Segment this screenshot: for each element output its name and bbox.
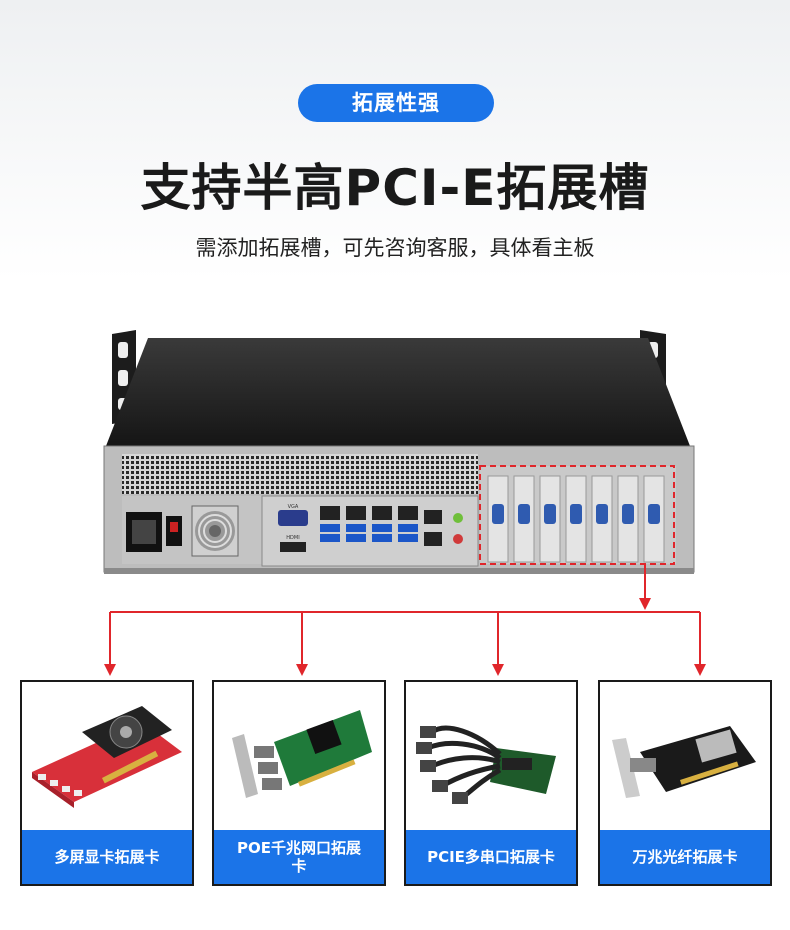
server-chassis-image: VGA HDMI <box>103 330 695 574</box>
pcie-highlight-box <box>479 465 675 565</box>
serial-ports <box>492 504 660 524</box>
ethernet-usb-stacks <box>320 506 442 546</box>
multi-screen-graphics-card-icon <box>32 706 182 808</box>
card-label: 万兆光纤拓展卡 <box>600 830 770 884</box>
pcie-slot-brackets <box>487 475 665 563</box>
psu-fan <box>191 505 239 557</box>
vga-port-label: VGA <box>288 504 299 510</box>
card-label: POE千兆网口拓展卡 <box>214 830 384 884</box>
hdmi-port-label: HDMI <box>286 535 299 541</box>
vent-mesh <box>122 454 478 494</box>
page-subtitle: 需添加拓展槽，可先咨询客服，具体看主板 <box>195 236 595 260</box>
feature-badge: 拓展性强 <box>298 84 494 122</box>
pcie-multi-serial-card-icon <box>416 725 556 804</box>
power-inlet <box>126 512 182 552</box>
page-title: 支持半高PCI-E拓展槽 <box>140 159 650 217</box>
hdmi-port <box>280 542 306 552</box>
card-multi-screen-graphics[interactable]: 多屏显卡拓展卡 <box>20 680 194 886</box>
chassis-top-cover <box>106 338 690 446</box>
card-pcie-multi-serial[interactable]: PCIE多串口拓展卡 <box>404 680 578 886</box>
io-panel <box>261 495 479 567</box>
distribution-arrows <box>104 564 706 676</box>
10g-fiber-card-icon <box>612 726 756 798</box>
card-poe-gigabit-network[interactable]: POE千兆网口拓展卡 <box>212 680 386 886</box>
audio-jacks <box>453 513 463 544</box>
card-label: PCIE多串口拓展卡 <box>406 830 576 884</box>
vga-port <box>278 510 308 526</box>
card-label: 多屏显卡拓展卡 <box>22 830 192 884</box>
card-10g-fiber[interactable]: 万兆光纤拓展卡 <box>598 680 772 886</box>
poe-gigabit-network-card-icon <box>232 710 372 798</box>
